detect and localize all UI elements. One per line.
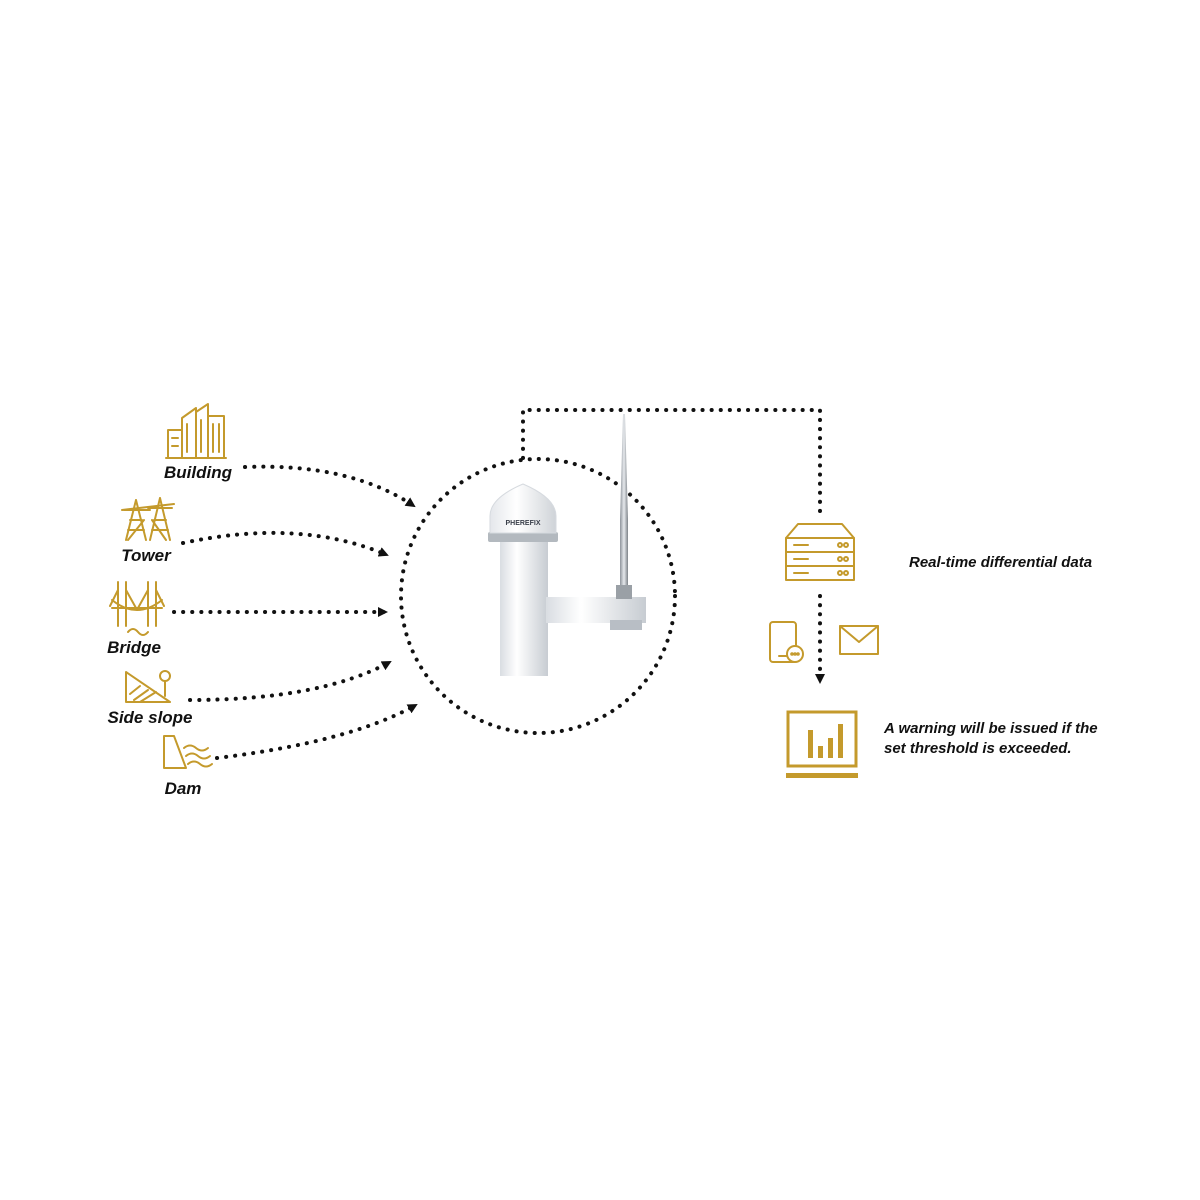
monitor-warning-line2: set threshold is exceeded. <box>884 740 1072 757</box>
email-icon <box>839 625 879 655</box>
server-label: Real-time differential data <box>909 554 1092 571</box>
monitor-warning-line1: A warning will be issued if the <box>883 720 1098 737</box>
connector-building <box>243 464 416 508</box>
dam-icon <box>163 735 213 769</box>
side-slope-icon <box>125 670 171 703</box>
source-label-dam: Dam <box>165 779 202 798</box>
device-image: PHEREFIX <box>488 414 646 676</box>
source-label-building: Building <box>164 463 233 482</box>
bridge-icon <box>109 581 165 636</box>
source-label-bridge: Bridge <box>107 638 161 657</box>
server-rack-icon <box>785 523 855 581</box>
connector-dam <box>215 703 418 760</box>
mobile-message-icon <box>769 621 804 663</box>
building-icon <box>165 403 227 459</box>
connector-tower <box>181 530 389 557</box>
source-label-tower: Tower <box>121 546 172 565</box>
device-circle <box>399 457 677 735</box>
tower-icon <box>121 497 175 541</box>
connector-side-slope <box>188 660 392 702</box>
monitor-chart-icon <box>786 710 858 778</box>
device-brand: PHEREFIX <box>505 520 540 527</box>
source-label-side-slope: Side slope <box>107 708 192 727</box>
